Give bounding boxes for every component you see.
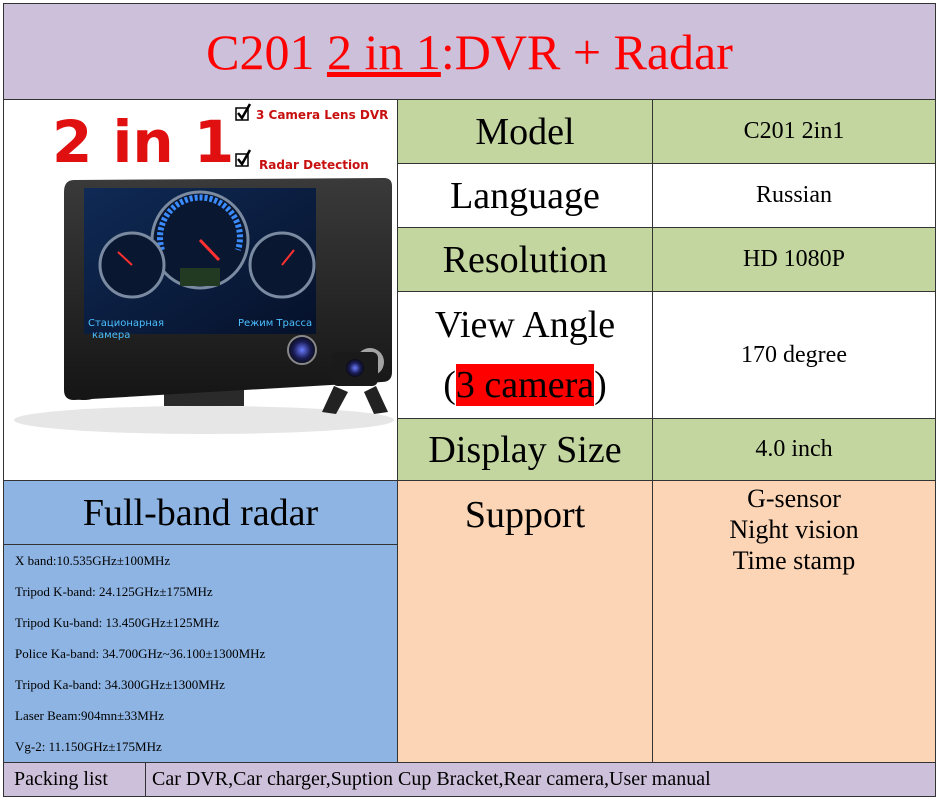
camera-count-highlight: 3 camera [455, 364, 595, 406]
radar-band-tripod-ka: Tripod Ka-band: 34.300GHz±1300MHz [15, 677, 225, 692]
support-g-sensor: G-sensor [747, 484, 841, 513]
page-title: C201 2 in 1:DVR + Radar [206, 23, 733, 81]
radar-band-police-ka: Police Ka-band: 34.700GHz~36.100±1300MHz [15, 646, 266, 661]
front-lens [287, 335, 317, 365]
badge-2in1: 2 in 1 [52, 108, 234, 176]
spec-value-resolution: HD 1080P [652, 227, 936, 292]
title-underlined: 2 in 1 [326, 23, 441, 80]
radar-band-x: X band:10.535GHz±100MHz [15, 553, 171, 568]
support-time-stamp: Time stamp [732, 546, 856, 575]
title-model: C201 [206, 23, 327, 80]
radar-section: Full-band radar X band:10.535GHz±100MHz … [3, 480, 398, 763]
radar-band-vg2: Vg-2: 11.150GHz±175MHz [15, 739, 162, 754]
radar-band-laser: Laser Beam:904mn±33MHz [15, 708, 165, 723]
product-illustration: 2 in 1 3 Camera Lens DVR Radar Detection… [14, 103, 394, 434]
screen-text-right: Режим Трасса [238, 318, 312, 329]
spec-label-display-size: Display Size [397, 418, 653, 481]
title-rest: :DVR + Radar [440, 23, 733, 80]
radar-band-k: Tripod K-band: 24.125GHz±175MHz [15, 584, 213, 599]
spec-value-display-size: 4.0 inch [652, 418, 936, 481]
view-angle-text: View Angle [434, 304, 616, 346]
feature-dvr: 3 Camera Lens DVR [256, 108, 388, 122]
checkmark-icon [237, 149, 252, 167]
support-night-vision: Night vision [729, 515, 859, 544]
screen-text-left-2: камера [92, 330, 130, 341]
checkmark-icon [237, 103, 252, 121]
view-angle-camera-note: (3 camera) [443, 364, 607, 406]
title-banner: C201 2 in 1:DVR + Radar [3, 3, 936, 100]
product-photo: 2 in 1 3 Camera Lens DVR Radar Detection… [3, 99, 398, 481]
spec-label-view-angle: View Angle (3 camera) [397, 291, 653, 419]
spec-value-language: Russian [652, 163, 936, 228]
packing-list-value: Car DVR,Car charger,Suption Cup Bracket,… [152, 768, 711, 790]
feature-radar: Radar Detection [259, 158, 369, 172]
support-label: Support [397, 480, 653, 763]
packing-list-row: Packing list Car DVR,Car charger,Suption… [3, 762, 936, 797]
support-values: G-sensor Night vision Time stamp [652, 480, 936, 763]
screen-text-left-1: Стационарная [88, 318, 164, 329]
spec-label-model: Model [397, 99, 653, 164]
radar-title: Full-band radar [4, 481, 397, 545]
spec-label-resolution: Resolution [397, 227, 653, 292]
radar-band-list: X band:10.535GHz±100MHz Tripod K-band: 2… [4, 545, 397, 762]
spec-value-model: C201 2in1 [652, 99, 936, 164]
packing-list-label: Packing list [4, 763, 146, 796]
spec-value-view-angle: 170 degree [652, 291, 936, 419]
radar-band-ku: Tripod Ku-band: 13.450GHz±125MHz [15, 615, 220, 630]
spec-label-language: Language [397, 163, 653, 228]
